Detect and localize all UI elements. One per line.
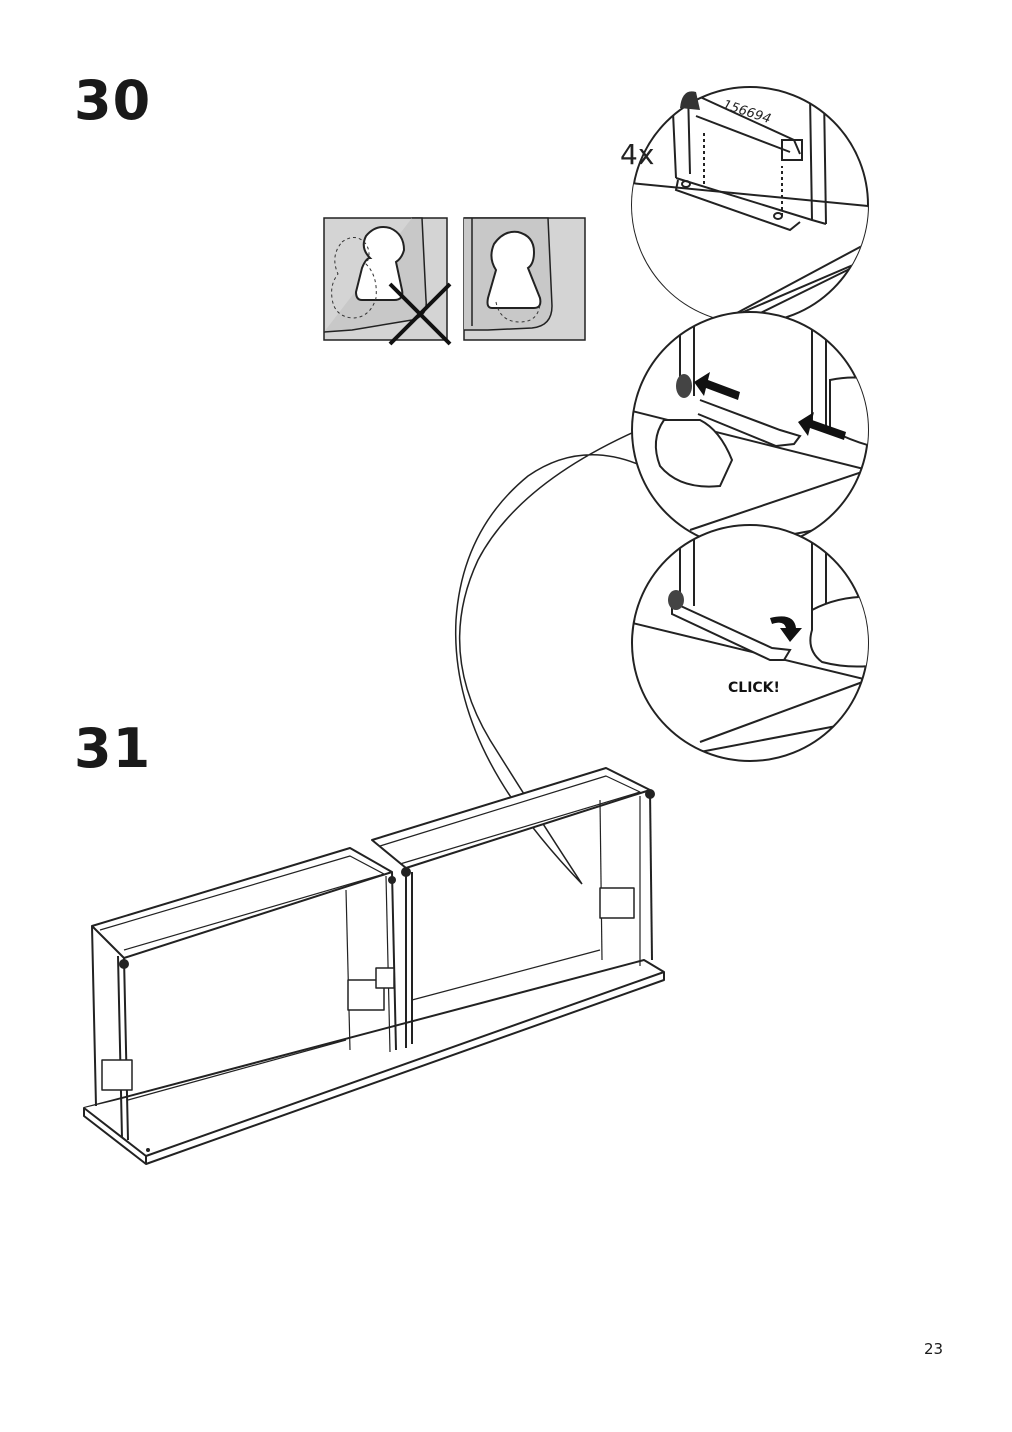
- step-number-30: 30: [74, 69, 152, 132]
- detail-circle-click-lock: CLICK!: [631, 524, 869, 762]
- connector-swoosh: [454, 423, 652, 885]
- rotate-arrow-icon: [770, 616, 802, 642]
- keyhole-correct-panel: [463, 217, 586, 341]
- quantity-label: 4x: [620, 138, 654, 171]
- click-label: CLICK!: [728, 680, 780, 696]
- cabinet-hinge-pins: [119, 789, 655, 1152]
- detail-circle-insert-hinge: [631, 311, 869, 549]
- wrong-cross-icon: [388, 282, 452, 346]
- cabinet-assembly: [83, 767, 665, 1165]
- step-number-31: 31: [74, 717, 152, 780]
- page-number: 23: [924, 1340, 944, 1358]
- detail-circle-hinge-overview: 4x 156694: [620, 86, 869, 324]
- keyhole-wrong-panel: [323, 217, 452, 346]
- push-arrow-icon: [694, 372, 846, 440]
